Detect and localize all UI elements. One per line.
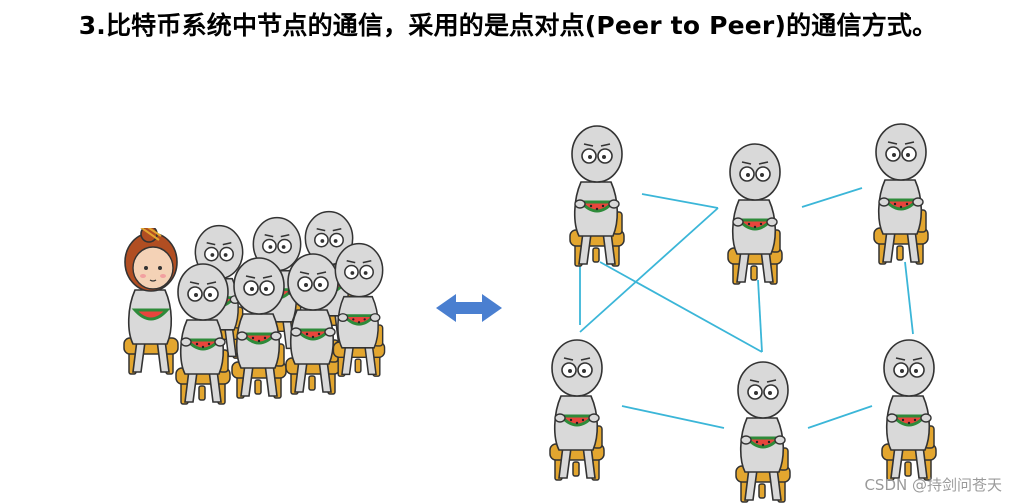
peer-node-2 [726, 142, 784, 286]
crowd-member-front-3 [284, 252, 342, 396]
p2p-links [579, 187, 914, 429]
peer-node-6 [880, 338, 938, 482]
crowd-member-girl [122, 228, 180, 376]
crowd-member-front-1 [174, 262, 232, 406]
peer-node-4 [548, 338, 606, 482]
watermark: CSDN @持剑问苍天 [864, 476, 1002, 494]
peer-node-1 [568, 124, 626, 268]
p2p-network [548, 122, 938, 503]
link-4-5 [621, 405, 725, 429]
peer-node-3 [872, 122, 930, 266]
link-3-6 [904, 261, 914, 335]
crowd-member-front-4 [331, 242, 387, 378]
link-2-5 [757, 279, 763, 353]
double-headed-arrow-icon [436, 294, 502, 322]
peer-node-5 [734, 360, 792, 503]
crowd-member-front-2 [230, 256, 288, 400]
link-1-2 [641, 193, 719, 209]
page-title: 3.比特币系统中节点的通信，采用的是点对点(Peer to Peer)的通信方式… [78, 11, 938, 40]
link-2-4 [579, 207, 719, 333]
link-1-5 [599, 261, 763, 353]
link-5-6 [807, 405, 873, 429]
centralized-crowd [122, 210, 387, 406]
link-2-3 [801, 187, 863, 208]
